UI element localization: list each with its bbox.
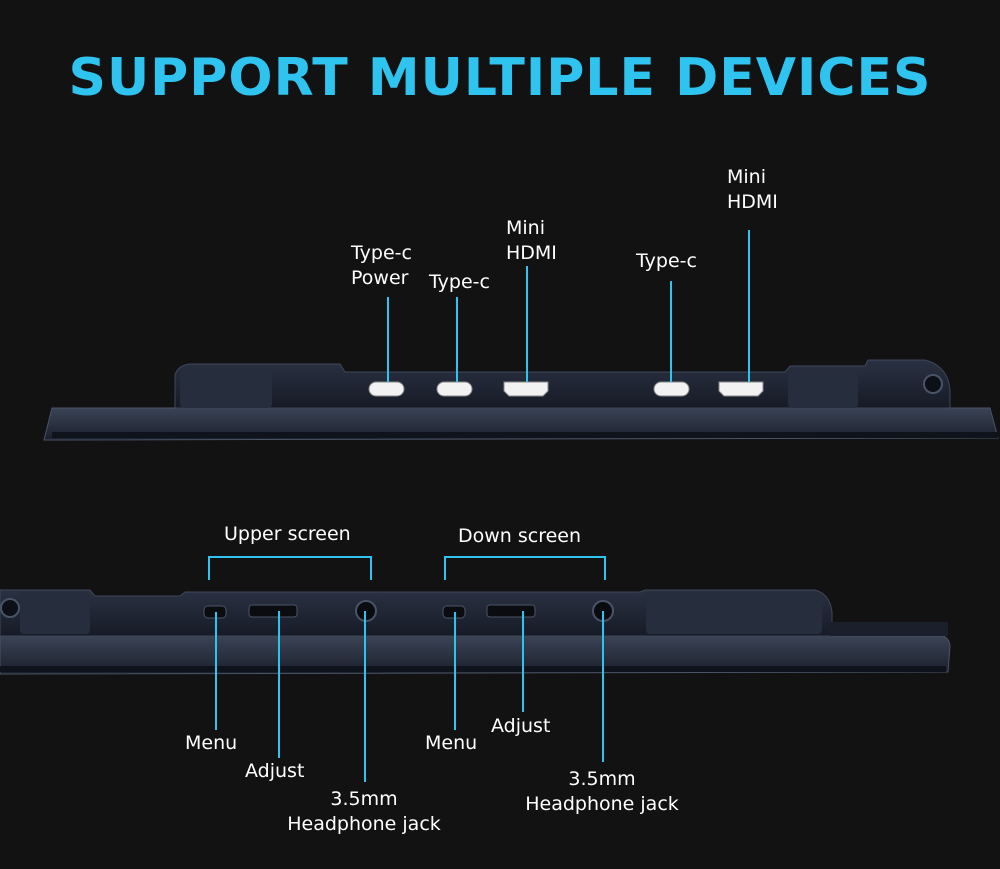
- adjust-upper-label: Adjust: [245, 760, 305, 782]
- typec-power-label-line2: Power: [351, 267, 409, 289]
- menu-upper-label: Menu: [185, 732, 238, 754]
- headphone-jack-down-label: 3.5mm Headphone jack: [502, 767, 702, 817]
- adjust-wheel-upper-icon: [248, 604, 298, 618]
- typec-power-port-icon: [368, 381, 405, 397]
- bottom-monitor: [0, 556, 951, 782]
- headphone-jack-down-label-line2: Headphone jack: [525, 793, 679, 815]
- headphone-jack-upper-label: 3.5mm Headphone jack: [264, 787, 464, 837]
- down-screen-label: Down screen: [458, 525, 582, 547]
- bottom-housing-step: [830, 622, 948, 636]
- top-housing-block-left: [180, 368, 272, 408]
- top-monitor: [43, 230, 999, 441]
- top-housing-block-right: [788, 372, 858, 408]
- adjust-wheel-down-icon: [486, 604, 536, 618]
- typec-port-2-icon: [653, 381, 690, 397]
- mini-hdmi-label-line1: Mini: [506, 217, 545, 239]
- bottom-housing-block-right: [646, 592, 822, 634]
- bottom-housing-block-left: [20, 592, 90, 634]
- bottom-screw-icon: [0, 598, 20, 618]
- down-screen-bracket: [444, 556, 606, 580]
- headphone-jack-upper-label-line1: 3.5mm: [330, 788, 398, 810]
- top-callout-lines: [387, 230, 750, 382]
- headphone-jack-upper-label-line2: Headphone jack: [287, 813, 441, 835]
- typec-label: Type-c: [429, 271, 490, 293]
- bottom-monitor-bezel: [0, 666, 946, 672]
- typec-2-label: Type-c: [636, 250, 697, 272]
- adjust-down-label: Adjust: [491, 715, 551, 737]
- menu-down-label: Menu: [425, 732, 478, 754]
- mini-hdmi-port-icon: [503, 381, 549, 397]
- bottom-monitor-housing: [0, 589, 833, 637]
- upper-screen-label: Upper screen: [224, 523, 351, 545]
- typec-power-label-line1: Type-c: [351, 242, 412, 264]
- mini-hdmi-port-2-icon: [718, 381, 764, 397]
- bottom-monitor-frame: [0, 635, 951, 675]
- upper-screen-bracket: [208, 556, 372, 580]
- page-title: SUPPORT MULTIPLE DEVICES: [68, 48, 932, 108]
- top-monitor-bezel: [52, 432, 998, 438]
- mini-hdmi-label-line2: HDMI: [506, 242, 557, 264]
- mini-hdmi-label: Mini HDMI: [506, 216, 557, 266]
- mini-hdmi-2-label: Mini HDMI: [727, 165, 778, 215]
- mini-hdmi-2-label-line1: Mini: [727, 166, 766, 188]
- bottom-callout-lines: [215, 611, 604, 782]
- screen-brackets: [208, 556, 606, 580]
- headphone-jack-down-label-line1: 3.5mm: [568, 768, 636, 790]
- mini-hdmi-2-label-line2: HDMI: [727, 191, 778, 213]
- typec-port-icon: [436, 381, 473, 397]
- typec-power-label: Type-c Power: [351, 241, 412, 291]
- top-screw-icon: [923, 374, 943, 394]
